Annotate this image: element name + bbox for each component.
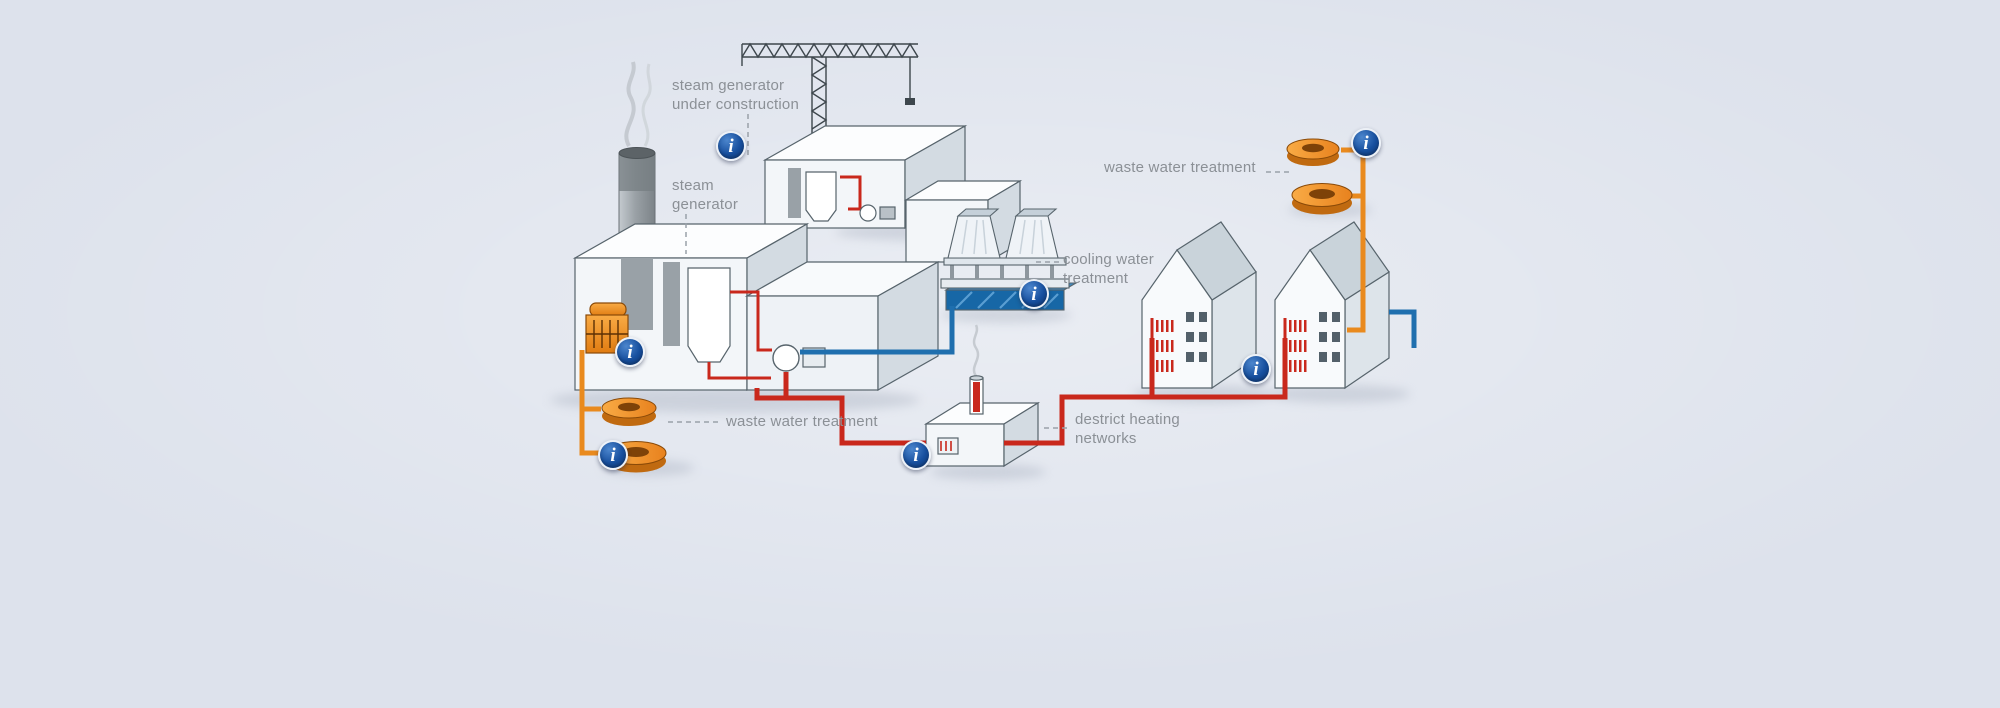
label-district-heating-networks: destrict heating networks <box>1075 411 1180 448</box>
info-button-construction[interactable]: i <box>716 131 746 161</box>
info-icon: i <box>1253 358 1259 380</box>
house-1-windows <box>1186 312 1207 362</box>
info-icon: i <box>913 444 919 466</box>
info-button-cooling-water[interactable]: i <box>1019 279 1049 309</box>
house-2 <box>1274 221 1390 390</box>
house-riser-pipes <box>1150 318 1287 340</box>
info-button-houses[interactable]: i <box>1241 354 1271 384</box>
label-waste-water-treatment-left: waste water treatment <box>726 413 878 430</box>
info-button-waste-water-right[interactable]: i <box>1351 128 1381 158</box>
waste-water-furnace-unit <box>585 302 629 354</box>
pipe-network <box>579 147 1417 456</box>
leader-lines <box>668 114 1290 429</box>
label-steam-generator-under-construction: steam generator under construction <box>672 77 800 114</box>
info-button-waste-water-left[interactable]: i <box>598 440 628 470</box>
label-steam-generator: steam generator <box>672 177 739 214</box>
info-button-steam-generator[interactable]: i <box>615 337 645 367</box>
info-icon: i <box>728 135 734 157</box>
cooling-water-pipes <box>800 306 1417 355</box>
house-1 <box>1141 221 1257 390</box>
waste-water-tanks-right <box>1286 138 1353 215</box>
info-icon: i <box>610 444 616 466</box>
info-button-district-heating[interactable]: i <box>901 440 931 470</box>
construction-crane-icon <box>741 42 919 134</box>
info-icon: i <box>1031 283 1037 305</box>
steam-generator-under-construction-building <box>762 124 1023 264</box>
info-icon: i <box>627 341 633 363</box>
label-cooling-water-treatment: cooling water treatment <box>1063 251 1154 288</box>
district-heating-station <box>923 324 1041 468</box>
info-icon: i <box>1363 132 1369 154</box>
house-2-windows <box>1319 312 1340 362</box>
residential-houses <box>1141 221 1390 390</box>
main-power-plant-building <box>572 222 941 392</box>
label-waste-water-treatment-right: waste water treatment <box>1104 159 1256 176</box>
district-heating-pipes <box>754 338 1288 446</box>
